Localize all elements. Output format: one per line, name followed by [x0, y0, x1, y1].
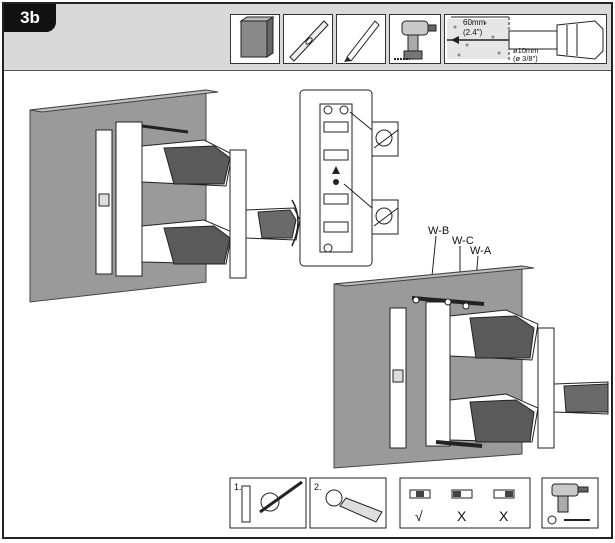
- level-ok-mark: √: [415, 508, 423, 524]
- lag-bolt-bottom: [435, 440, 483, 448]
- concrete-wall-tool: [230, 14, 280, 64]
- power-drill-icon: [394, 20, 437, 60]
- pencil-tool: [336, 14, 386, 64]
- drill-diameter-in-label: (ø 3/8"): [513, 54, 538, 63]
- mounted-bracket-on-wall: [29, 89, 301, 303]
- drill-depth-in-label: (2.4"): [463, 28, 483, 37]
- bolt-label-w-a: W-A: [470, 245, 492, 257]
- pencil-marking-icon: [259, 480, 303, 514]
- pencil-icon: [344, 20, 380, 62]
- drill-bit-icon: [339, 497, 383, 523]
- level-tilted-right-icon: [493, 489, 515, 499]
- installation-illustration: W-B W-C W-A 1.: [29, 89, 609, 529]
- wall-plate-bolted: [425, 301, 451, 447]
- drill-depth-diagram: 60mm (2.4") ø10mm (ø 3/8"): [447, 16, 604, 63]
- step-number-badge: 3b: [4, 4, 56, 32]
- bolted-bracket-on-wall: [333, 265, 609, 469]
- alignment-rod: [141, 124, 189, 134]
- spirit-level-icon: [289, 20, 329, 62]
- wall-plate: [115, 121, 143, 277]
- level-wrong-mark-2: X: [499, 508, 509, 524]
- bolt-label-w-b: W-B: [428, 225, 449, 237]
- bolt-label-w-c: W-C: [452, 235, 474, 247]
- power-drill-driver-icon: [547, 483, 590, 525]
- wall-plate-marking-detail: [299, 89, 399, 267]
- drill-diameter-mm-label: ø10mm: [513, 46, 538, 55]
- level-tilted-left-icon: [451, 489, 473, 499]
- drill-bit-spec: 60mm (2.4") ø10mm (ø 3/8"): [444, 14, 607, 64]
- level-check-panel: [399, 477, 531, 529]
- level-wrong-mark-1: X: [457, 508, 467, 524]
- drill-depth-mm-label: 60mm: [463, 18, 486, 27]
- level-tool: [283, 14, 333, 64]
- level-ok-icon: [409, 489, 431, 499]
- power-drill-tool: [389, 14, 441, 64]
- substep-2-number: 2.: [314, 482, 322, 492]
- substep-1-number: 1.: [234, 482, 242, 492]
- concrete-block-icon: [239, 16, 275, 58]
